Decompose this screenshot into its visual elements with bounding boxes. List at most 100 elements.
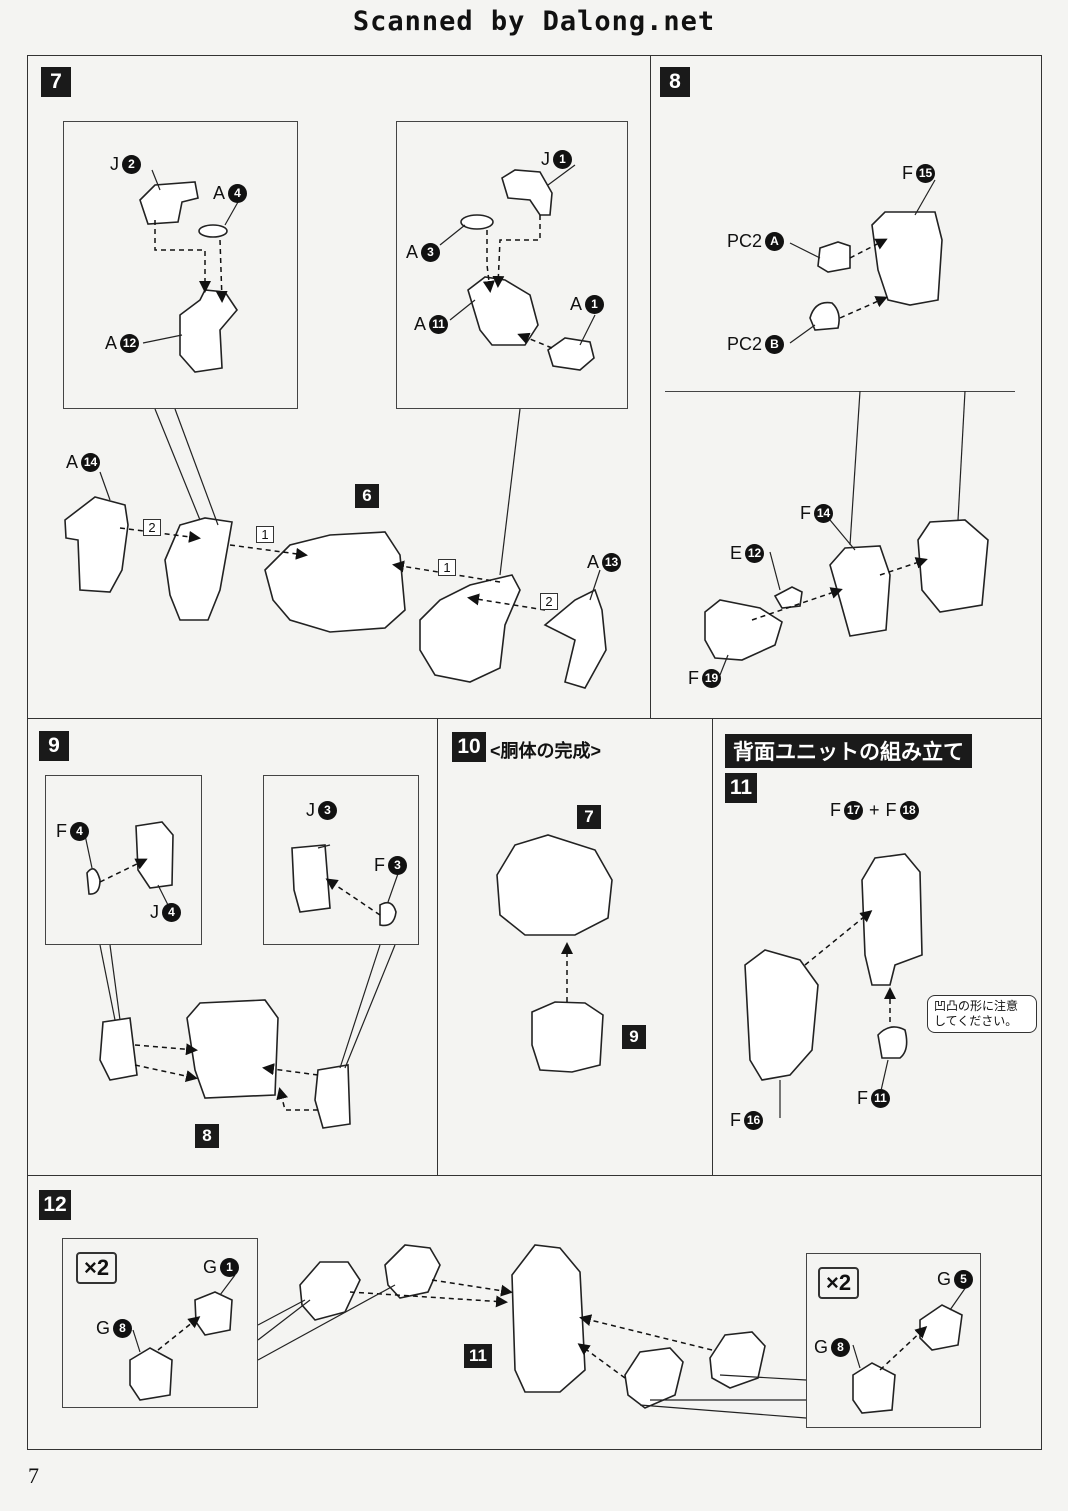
part-PC2B [809, 301, 840, 331]
part-J1 [501, 169, 553, 216]
step-number-10: 10 [452, 732, 486, 762]
part-number-badge: 3 [318, 801, 337, 820]
part-F4 [86, 868, 101, 895]
part-number-badge: 12 [745, 544, 765, 563]
part-number-badge: 4 [70, 822, 89, 841]
inset-step7-right [396, 121, 628, 409]
part-J2 [139, 181, 199, 225]
subassembly-ref-8: 8 [195, 1124, 219, 1148]
part-number-badge: 14 [81, 453, 101, 472]
part-G5 [919, 1304, 963, 1351]
part-A11 [467, 276, 539, 346]
part-thruster-2 [384, 1244, 441, 1299]
panel-step-12 [27, 1175, 1042, 1450]
page-number: 7 [28, 1463, 39, 1488]
part-torso-6 [264, 531, 406, 633]
inset-step7-left [63, 121, 298, 409]
part-A4 [198, 224, 228, 238]
part-F16 [744, 949, 819, 1081]
part-number-badge: 8 [113, 1319, 133, 1338]
part-A11-J1-sub [419, 574, 521, 683]
part-J3 [291, 844, 331, 913]
step-number-9: 9 [39, 731, 69, 761]
step-number-11: 11 [725, 773, 757, 803]
inset-step12-right [806, 1253, 981, 1428]
part-torso-7 [496, 834, 613, 936]
part-number-badge: 19 [702, 669, 721, 688]
part-number-badge: 11 [429, 315, 449, 334]
part-J4-F4-sub [99, 1017, 138, 1081]
part-F17-F18 [861, 853, 923, 986]
part-A1 [547, 337, 595, 371]
order-mark-2-right: 2 [540, 593, 558, 610]
part-J4 [135, 821, 174, 889]
part-F3 [379, 901, 397, 927]
part-PC2A [817, 241, 851, 273]
part-G1 [194, 1291, 233, 1336]
order-mark-2-left: 2 [143, 519, 161, 536]
part-number-badge: 1 [553, 150, 572, 169]
part-number-badge: 16 [744, 1111, 763, 1130]
part-J3-F3-sub [314, 1064, 351, 1129]
inset-step9-right [263, 775, 419, 945]
part-F14-sub [829, 545, 891, 637]
part-number-badge: 8 [831, 1338, 851, 1357]
step-number-12: 12 [39, 1190, 71, 1220]
part-number-badge: 3 [421, 243, 441, 262]
part-number-badge: 1 [220, 1258, 240, 1277]
inset-step9-left [45, 775, 202, 945]
order-mark-1-right: 1 [438, 559, 456, 576]
part-G8b [852, 1362, 896, 1414]
order-mark-1-left: 1 [256, 526, 274, 543]
subassembly-ref-9: 9 [622, 1025, 646, 1049]
part-number-badge: B [765, 335, 785, 354]
part-F15-full [917, 519, 989, 613]
part-number-badge: 4 [228, 184, 248, 203]
inset-step12-left [62, 1238, 258, 1408]
subassembly-ref-11: 11 [464, 1344, 492, 1368]
part-thruster-4 [709, 1331, 766, 1389]
part-F15 [871, 211, 943, 306]
part-back-unit-11 [511, 1244, 586, 1393]
part-number-badge: 4 [162, 903, 181, 922]
part-number-badge: 12 [120, 334, 140, 353]
step-10-title: <胴体の完成> [490, 741, 602, 761]
part-A12 [179, 289, 239, 373]
shape-caution-note: 凹凸の形に注意してください。 [927, 995, 1037, 1033]
subassembly-ref-6: 6 [355, 484, 379, 508]
part-number-badge: 15 [916, 164, 935, 183]
part-number-badge: 3 [388, 856, 407, 875]
part-number-badge: A [765, 232, 785, 251]
step-number-8: 8 [660, 67, 690, 97]
step-11-section-banner: 背面ユニットの組み立て [725, 734, 972, 768]
part-number-badge: 18 [899, 801, 919, 820]
part-F19 [704, 599, 783, 661]
part-number-badge: 11 [871, 1089, 890, 1108]
part-A12-J2-sub [164, 517, 233, 621]
part-E12 [773, 586, 803, 609]
part-number-badge: 13 [602, 553, 622, 572]
part-number-badge: 5 [954, 1270, 974, 1289]
